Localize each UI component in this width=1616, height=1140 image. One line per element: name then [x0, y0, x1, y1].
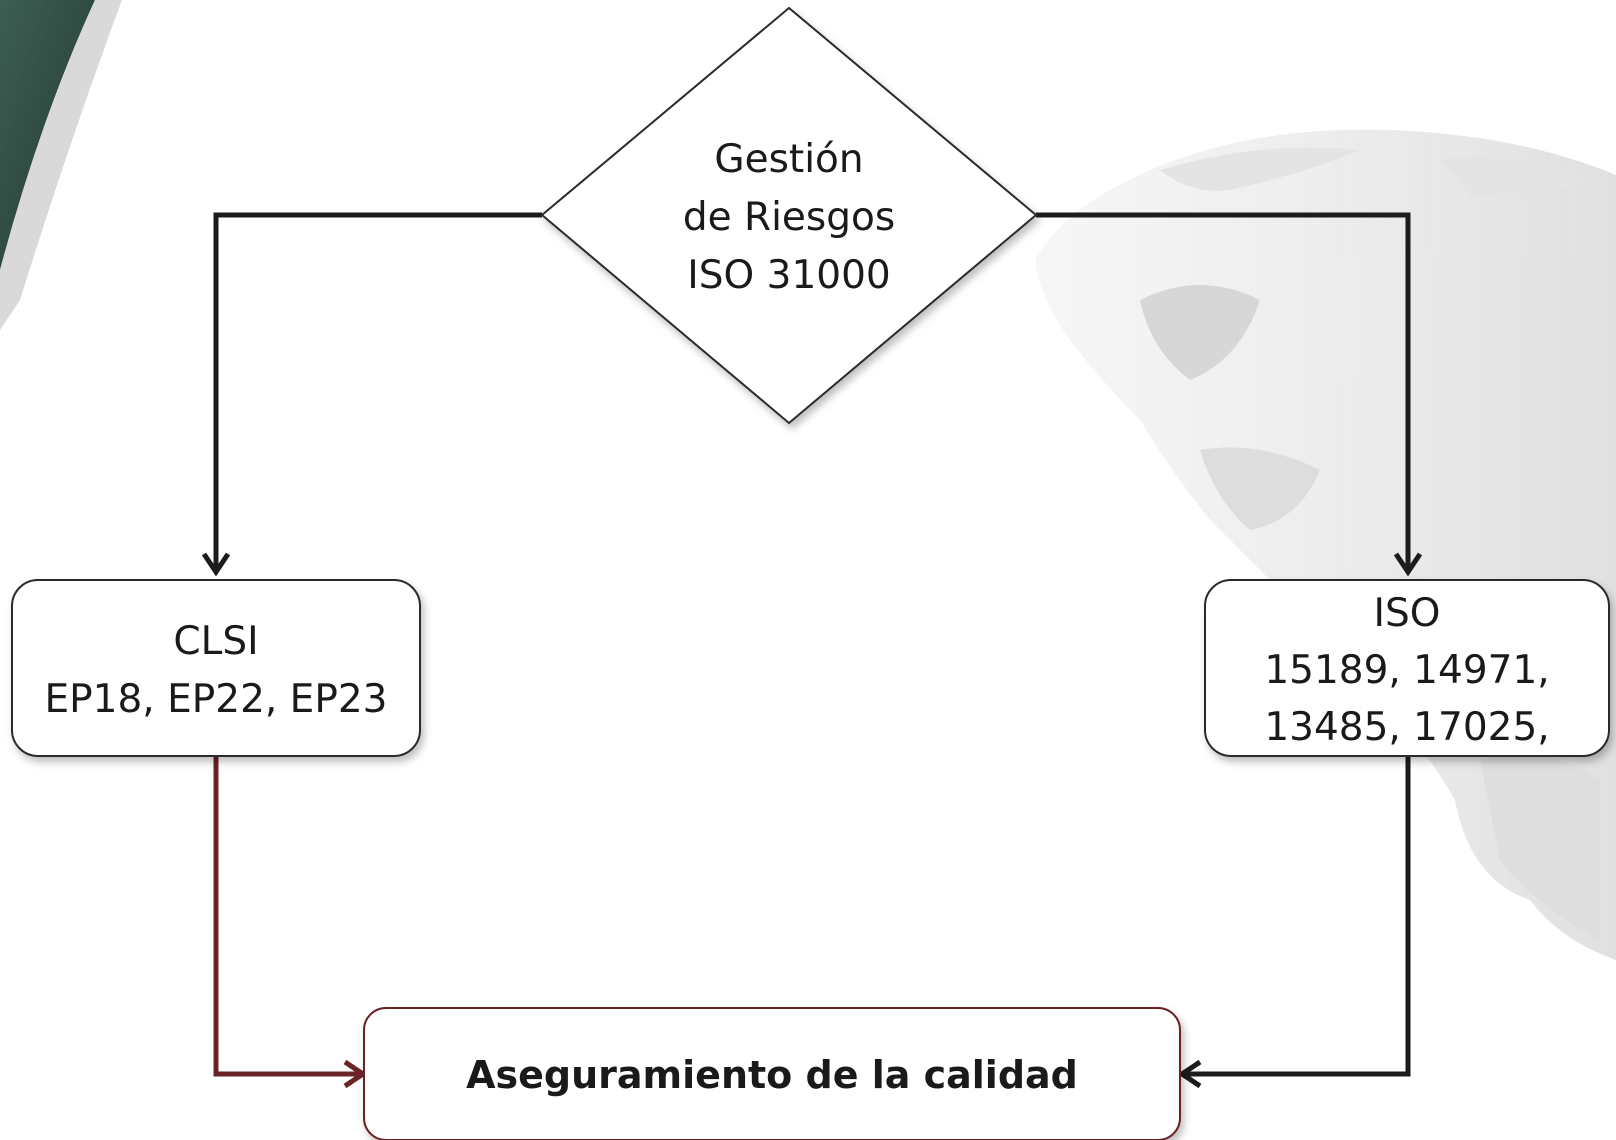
connectors — [201, 212, 1423, 1089]
decision-line-1: Gestión — [714, 137, 863, 182]
clsi-line-1: CLSI — [173, 619, 258, 664]
iso-line-1: ISO — [1374, 591, 1441, 636]
iso-box: ISO 15189, 14971, 13485, 17025, — [1204, 579, 1610, 757]
quality-assurance-box-shape — [363, 1007, 1181, 1140]
clsi-box: CLSI EP18, EP22, EP23 — [11, 579, 421, 757]
quality-assurance-label: Aseguramiento de la calidad — [466, 1053, 1078, 1097]
decision-line-2: de Riesgos — [683, 195, 895, 240]
connector-decision-to-iso — [1036, 212, 1411, 568]
decision-diamond — [540, 6, 1038, 425]
quality-assurance-box: Aseguramiento de la calidad — [363, 1007, 1181, 1140]
iso-line-2: 15189, 14971, — [1264, 648, 1549, 693]
connector-iso-to-quality — [1185, 756, 1411, 1077]
clsi-box-shape — [11, 579, 421, 757]
connector-decision-to-clsi — [213, 212, 542, 568]
iso-line-3: 13485, 17025, — [1264, 705, 1549, 750]
connector-clsi-to-quality — [213, 756, 360, 1077]
iso-box-shape — [1204, 579, 1610, 757]
clsi-line-2: EP18, EP22, EP23 — [45, 677, 388, 722]
risk-management-decision: Gestión de Riesgos ISO 31000 — [540, 6, 1038, 425]
corner-decoration — [0, 0, 122, 330]
arrowhead-down-iso — [1393, 552, 1423, 577]
arrowhead-left-quality — [1177, 1059, 1202, 1089]
arrowhead-down-clsi — [201, 552, 231, 577]
world-map-background — [1035, 129, 1616, 961]
decision-line-3: ISO 31000 — [687, 253, 890, 298]
